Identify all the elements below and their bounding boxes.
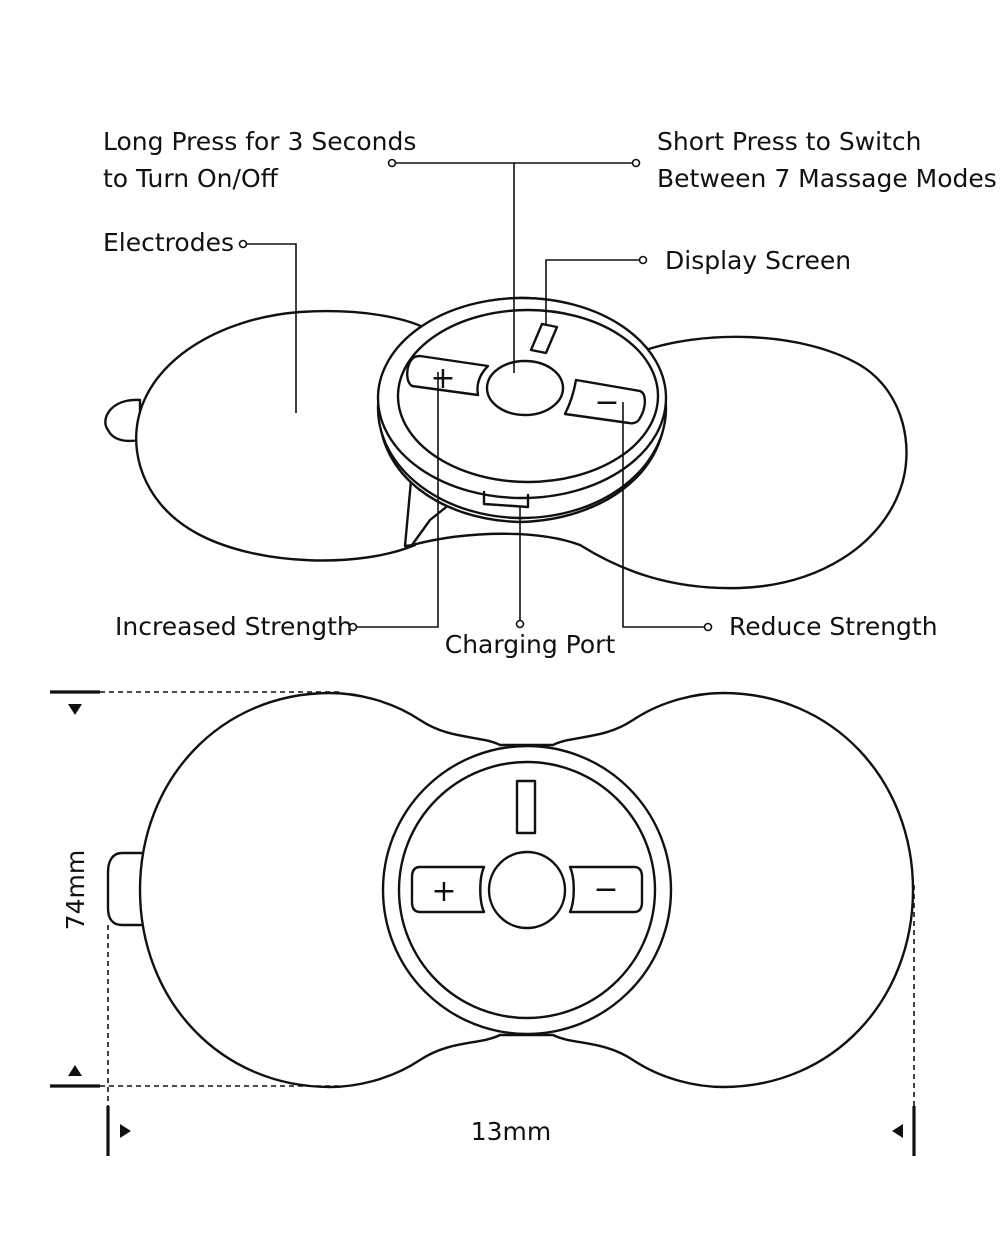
mode-leader-dot — [631, 158, 641, 168]
leader-lines — [238, 158, 713, 632]
minus-button[interactable] — [563, 378, 647, 425]
front-minus-symbol: − — [593, 872, 618, 907]
increase-leader-dot — [348, 622, 358, 632]
height-arrow-top — [68, 704, 82, 715]
front-view: + − — [106, 691, 915, 1089]
power-label-line2: to Turn On/Off — [103, 164, 279, 193]
display-leader-dot — [638, 255, 648, 265]
perspective-view: + − — [104, 296, 908, 590]
plus-button[interactable] — [406, 354, 490, 397]
charging-port — [482, 490, 530, 509]
hub-inner-rim — [396, 308, 660, 484]
height-dimension-label: 74mm — [61, 850, 90, 931]
charging-leader-dot — [515, 619, 525, 629]
front-plus-button[interactable] — [410, 865, 486, 914]
mode-label-line2: Between 7 Massage Modes — [657, 164, 997, 193]
width-dimension-label: 13mm — [471, 1117, 552, 1146]
reduce-label: Reduce Strength — [729, 612, 938, 641]
increase-label: Increased Strength — [115, 612, 353, 641]
left-electrode-pad — [134, 309, 427, 562]
plus-symbol: + — [430, 361, 455, 396]
height-arrow-bottom — [68, 1065, 82, 1076]
dimension-lines — [50, 690, 916, 1156]
electrodes-label: Electrodes — [103, 228, 234, 257]
power-leader-dot — [387, 158, 397, 168]
power-label-line1: Long Press for 3 Seconds — [103, 127, 416, 156]
charging-label: Charging Port — [445, 630, 616, 659]
right-electrode-pad — [410, 335, 908, 590]
minus-symbol: − — [594, 385, 619, 420]
front-plus-symbol: + — [431, 874, 456, 909]
front-minus-button[interactable] — [568, 865, 644, 914]
electrodes-leader-dot — [238, 239, 248, 249]
display-screen — [529, 322, 559, 355]
center-power-button[interactable] — [485, 359, 565, 417]
width-arrow-right — [892, 1124, 903, 1138]
reduce-leader-dot — [703, 622, 713, 632]
mode-label-line1: Short Press to Switch — [657, 127, 921, 156]
front-display-screen — [515, 779, 537, 835]
left-tab — [104, 398, 142, 443]
front-center-button[interactable] — [487, 850, 567, 930]
display-label: Display Screen — [665, 246, 851, 275]
front-hub-inner — [397, 760, 657, 1020]
width-arrow-left — [120, 1124, 131, 1138]
front-left-tab — [106, 851, 148, 927]
